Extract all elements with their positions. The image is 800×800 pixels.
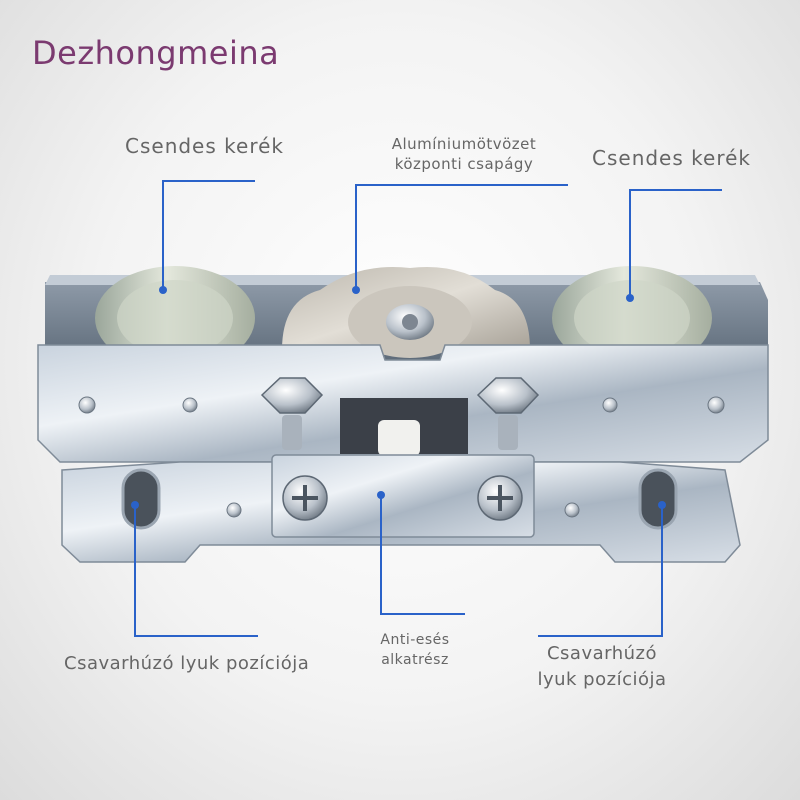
rivet-icon <box>182 397 198 413</box>
label-antifall-line2: alkatrész <box>381 652 449 668</box>
label-bearing: Alumíniumötvözet központi csapágy <box>370 134 558 174</box>
wheel-left-icon <box>95 266 255 370</box>
callout-dot <box>159 286 167 294</box>
callout-screw-hole-right <box>538 505 663 637</box>
bearing-icon <box>282 266 530 358</box>
label-screw-hole-right-line1: Csavarhúzó <box>546 643 658 664</box>
hex-nut-icon <box>476 377 540 450</box>
phillips-screw-icon <box>477 475 523 521</box>
callout-wheel-left <box>162 180 255 290</box>
label-antifall: Anti-esés alkatrész <box>375 630 455 670</box>
label-bearing-line2: központi csapágy <box>394 155 534 173</box>
label-bearing-line1: Alumíniumötvözet <box>391 135 537 153</box>
callout-anti-fall <box>380 495 465 615</box>
rivet-icon <box>226 502 242 518</box>
label-wheel-right: Csendes kerék <box>592 146 751 170</box>
phillips-screw-icon <box>282 475 328 521</box>
label-screw-hole-left: Csavarhúzó lyuk pozíciója <box>64 653 310 674</box>
callout-dot <box>377 491 385 499</box>
callout-dot <box>352 286 360 294</box>
label-wheel-left: Csendes kerék <box>125 134 284 158</box>
label-antifall-line1: Anti-esés <box>380 632 450 648</box>
label-screw-hole-right-line2: lyuk pozíciója <box>537 669 667 690</box>
callout-dot <box>131 501 139 509</box>
callout-screw-hole-left <box>134 505 258 637</box>
wheel-right-icon <box>552 266 712 370</box>
callout-dot <box>626 294 634 302</box>
hex-nut-icon <box>260 377 324 450</box>
screw-hole-left-icon <box>121 468 161 530</box>
screw-hole-right-icon <box>638 468 678 530</box>
callout-wheel-right <box>629 189 722 300</box>
rivet-icon <box>78 396 96 414</box>
callout-bearing <box>355 184 568 290</box>
anti-fall-roller <box>378 420 420 456</box>
anti-fall-plate <box>271 454 535 538</box>
label-screw-hole-right: Csavarhúzó lyuk pozíciója <box>522 641 682 693</box>
rivet-icon <box>602 397 618 413</box>
brand-title: Dezhongmeina <box>32 34 280 72</box>
callout-dot <box>658 501 666 509</box>
rivet-icon <box>707 396 725 414</box>
rivet-icon <box>564 502 580 518</box>
